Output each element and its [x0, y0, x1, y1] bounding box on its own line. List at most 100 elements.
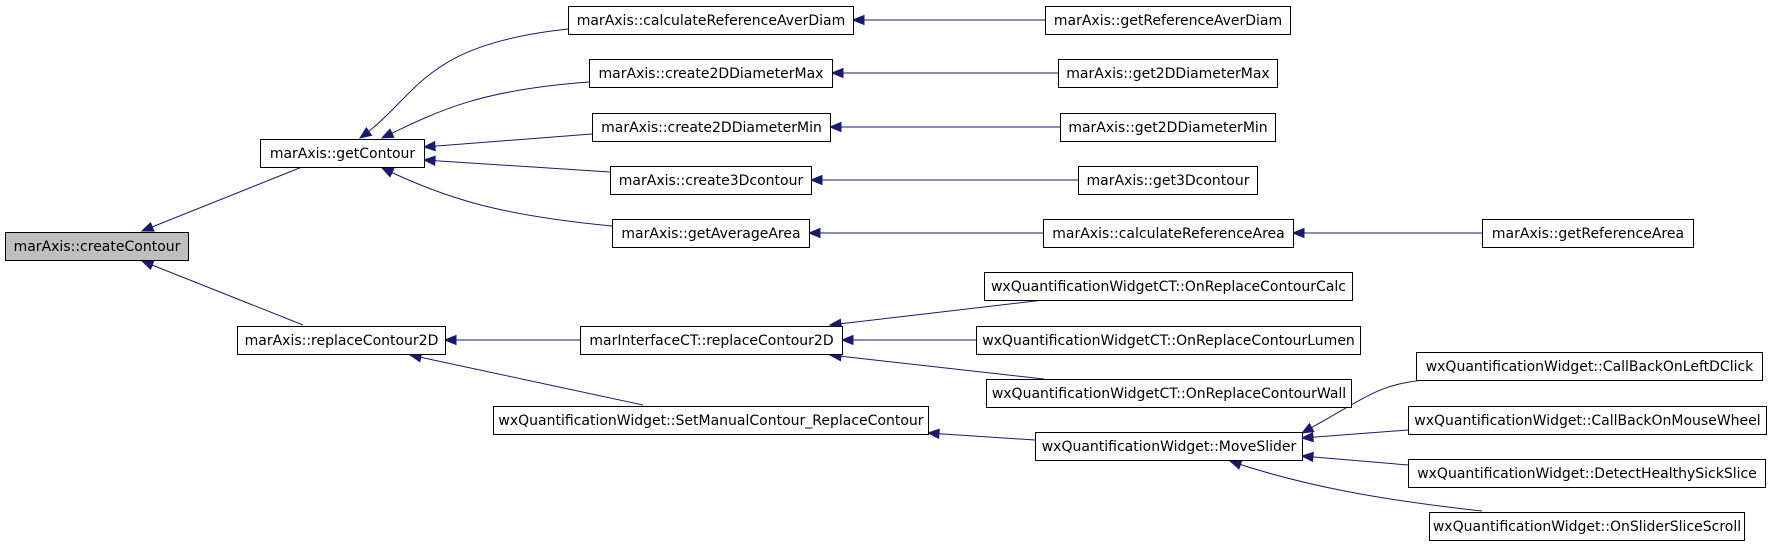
arrowhead-icon	[1300, 431, 1314, 443]
arrowhead-icon	[358, 127, 373, 139]
node-create2DDiamMax[interactable]: marAxis::create2DDiameterMax	[589, 59, 833, 88]
edge-getAverageArea-to-getContour	[380, 167, 613, 227]
node-box	[1408, 459, 1766, 488]
node-box	[612, 219, 810, 248]
node-calcRefArea[interactable]: marAxis::calculateReferenceArea	[1043, 219, 1294, 248]
node-label: wxQuantificationWidgetCT::OnReplaceConto…	[992, 386, 1346, 402]
edge-line	[359, 28, 569, 139]
node-getAverageArea[interactable]: marAxis::getAverageArea	[612, 219, 810, 248]
node-label: wxQuantificationWidgetCT::OnReplaceConto…	[982, 333, 1355, 349]
node-label: wxQuantificationWidget::CallBackOnMouseW…	[1414, 413, 1760, 429]
edge-line	[381, 167, 613, 227]
node-get2DDiamMax[interactable]: marAxis::get2DDiameterMax	[1058, 59, 1278, 88]
edge-line	[1301, 379, 1426, 434]
node-create3Dcontour[interactable]: marAxis::create3Dcontour	[610, 166, 812, 195]
arrowhead-icon	[830, 67, 844, 79]
edge-getRefArea-to-calcRefArea	[1291, 227, 1482, 239]
node-box	[1416, 352, 1763, 381]
node-createContour[interactable]: marAxis::createContour	[5, 232, 189, 261]
node-cbMouseWheel[interactable]: wxQuantificationWidget::CallBackOnMouseW…	[1408, 406, 1767, 435]
edge-line	[141, 166, 303, 232]
node-label: marAxis::createContour	[14, 239, 181, 255]
node-label: wxQuantificationWidget::OnSliderSliceScr…	[1433, 519, 1741, 535]
node-calcRefAverDiam[interactable]: marAxis::calculateReferenceAverDiam	[568, 6, 854, 35]
node-get3Dcontour[interactable]: marAxis::get3Dcontour	[1078, 166, 1258, 195]
edges-layer	[140, 14, 1483, 512]
root-node-box	[5, 232, 189, 261]
edge-line	[1301, 455, 1409, 466]
node-box	[986, 379, 1352, 408]
edge-getRefAverDiam-to-calcRefAverDiam	[851, 14, 1045, 26]
arrowhead-icon	[380, 167, 395, 178]
node-label: marAxis::getContour	[270, 146, 416, 162]
edge-line	[1229, 460, 1483, 512]
node-box	[1058, 59, 1278, 88]
arrowhead-icon	[443, 334, 457, 346]
node-onReplaceCalc[interactable]: wxQuantificationWidgetCT::OnReplaceConto…	[984, 272, 1353, 301]
edge-line	[829, 299, 1045, 326]
node-box	[610, 166, 812, 195]
node-onReplaceWall[interactable]: wxQuantificationWidgetCT::OnReplaceConto…	[986, 379, 1352, 408]
arrowhead-icon	[140, 260, 155, 271]
node-onReplaceLumen[interactable]: wxQuantificationWidgetCT::OnReplaceConto…	[976, 326, 1361, 355]
node-replaceContour2D[interactable]: marAxis::replaceContour2D	[237, 326, 446, 355]
node-onSliderScroll[interactable]: wxQuantificationWidget::OnSliderSliceScr…	[1429, 512, 1745, 541]
node-label: marAxis::get2DDiameterMax	[1066, 66, 1269, 82]
arrowhead-icon	[140, 221, 155, 232]
node-box	[1035, 432, 1303, 461]
node-get2DDiamMin[interactable]: marAxis::get2DDiameterMin	[1060, 113, 1276, 142]
edge-cbLeftDClick-to-moveSlider	[1300, 379, 1426, 434]
node-label: marAxis::replaceContour2D	[245, 333, 439, 349]
node-getContour[interactable]: marAxis::getContour	[260, 139, 425, 168]
arrowhead-icon	[1228, 459, 1243, 470]
edge-onReplaceCalc-to-ifaceReplace	[828, 299, 1045, 329]
node-box	[976, 326, 1361, 355]
node-label: marAxis::get2DDiameterMin	[1068, 120, 1267, 136]
node-setManual[interactable]: wxQuantificationWidget::SetManualContour…	[493, 406, 929, 435]
arrowhead-icon	[926, 428, 940, 439]
arrowhead-icon	[422, 140, 436, 152]
node-box	[592, 113, 831, 142]
edge-create2DDiamMin-to-getContour	[422, 133, 593, 152]
node-getRefArea[interactable]: marAxis::getReferenceArea	[1482, 219, 1694, 248]
node-detectHealthy[interactable]: wxQuantificationWidget::DetectHealthySic…	[1408, 459, 1766, 488]
node-box	[589, 59, 833, 88]
edge-onReplaceLumen-to-ifaceReplace	[840, 334, 976, 346]
node-box	[237, 326, 446, 355]
node-cbLeftDClick[interactable]: wxQuantificationWidget::CallBackOnLeftDC…	[1416, 352, 1763, 381]
edge-get2DDiamMin-to-create2DDiamMin	[828, 121, 1060, 133]
arrowhead-icon	[380, 128, 395, 139]
node-box	[580, 326, 843, 355]
node-label: marAxis::create3Dcontour	[619, 173, 804, 189]
node-box	[1043, 219, 1294, 248]
node-label: marAxis::create2DDiameterMax	[599, 66, 824, 82]
edge-calcRefAverDiam-to-getContour	[358, 28, 569, 139]
arrowhead-icon	[422, 155, 436, 166]
node-ifaceReplace[interactable]: marInterfaceCT::replaceContour2D	[580, 326, 843, 355]
edge-line	[423, 133, 593, 148]
node-label: wxQuantificationWidgetCT::OnReplaceConto…	[991, 279, 1346, 295]
node-label: marAxis::getReferenceArea	[1492, 226, 1684, 242]
node-label: marAxis::calculateReferenceArea	[1052, 226, 1284, 242]
node-box	[1060, 113, 1276, 142]
edge-create3Dcontour-to-getContour	[422, 155, 611, 173]
arrowhead-icon	[1291, 227, 1305, 239]
node-label: marInterfaceCT::replaceContour2D	[589, 333, 833, 349]
node-moveSlider[interactable]: wxQuantificationWidget::MoveSlider	[1035, 432, 1303, 461]
edge-line	[381, 81, 590, 139]
edge-setManual-to-replaceContour2D	[408, 352, 644, 406]
edge-get3Dcontour-to-create3Dcontour	[809, 174, 1078, 186]
arrowhead-icon	[851, 14, 865, 26]
nodes-layer: marAxis::createContour marAxis::getContou…	[5, 6, 1767, 541]
arrowhead-icon	[1300, 451, 1314, 463]
node-box	[260, 139, 425, 168]
edge-replaceContour2D-to-createContour	[140, 260, 304, 326]
node-label: wxQuantificationWidget::SetManualContour…	[498, 413, 923, 429]
node-getRefAverDiam[interactable]: marAxis::getReferenceAverDiam	[1045, 6, 1291, 35]
node-label: wxQuantificationWidget::DetectHealthySic…	[1417, 466, 1757, 482]
node-label: wxQuantificationWidget::CallBackOnLeftDC…	[1426, 359, 1754, 375]
node-create2DDiamMin[interactable]: marAxis::create2DDiameterMin	[592, 113, 831, 142]
edge-ifaceReplace-to-replaceContour2D	[443, 334, 580, 346]
arrowhead-icon	[840, 334, 854, 346]
edge-get2DDiamMax-to-create2DDiamMax	[830, 67, 1058, 79]
